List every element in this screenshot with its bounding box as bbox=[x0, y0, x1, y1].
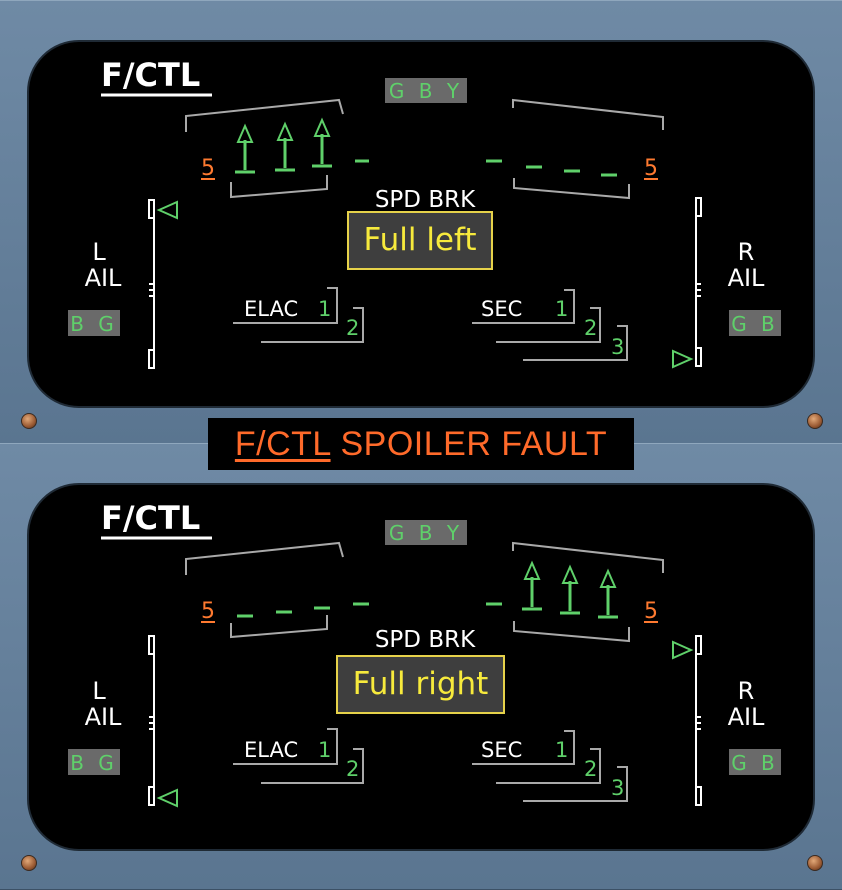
page-title: F/CTL bbox=[101, 56, 200, 94]
right-aileron-r: R bbox=[738, 677, 755, 705]
left-spoilers bbox=[235, 117, 369, 174]
callout-full-left: Full left bbox=[347, 211, 493, 270]
left-aileron-hyd: B G bbox=[70, 751, 118, 775]
spoiler-max-left: 5 bbox=[201, 599, 215, 624]
elac-2: 2 bbox=[346, 316, 359, 340]
right-aileron-hyd: G B bbox=[731, 312, 779, 336]
right-aileron-scale bbox=[695, 197, 702, 367]
speedbrake-label: SPD BRK bbox=[375, 627, 476, 653]
sec-1: 1 bbox=[555, 297, 568, 321]
left-aileron-l: L bbox=[92, 238, 106, 266]
left-aileron-hyd: B G bbox=[70, 312, 118, 336]
screw-icon bbox=[807, 413, 823, 429]
screw-icon bbox=[21, 855, 37, 871]
screw-icon bbox=[21, 413, 37, 429]
elac-2: 2 bbox=[346, 757, 359, 781]
spoiler-max-left: 5 bbox=[201, 156, 215, 181]
fctl-display-bottom: F/CTL G B Y 5 5 SPD BRK bbox=[27, 483, 815, 851]
screw-icon bbox=[807, 855, 823, 871]
sec-1: 1 bbox=[555, 738, 568, 762]
right-aileron-pointer-icon bbox=[672, 640, 694, 660]
left-aileron-pointer-icon bbox=[156, 200, 178, 220]
hyd-system-indicator: G B Y bbox=[389, 79, 463, 103]
callout-full-right: Full right bbox=[336, 655, 505, 714]
left-aileron-l: L bbox=[92, 677, 106, 705]
right-aileron-scale bbox=[695, 635, 702, 806]
left-aileron-scale bbox=[148, 199, 155, 369]
right-aileron-pointer-icon bbox=[672, 349, 694, 369]
fctl-diagram-top: F/CTL G B Y 5 5 SPD BRK bbox=[68, 56, 781, 369]
sec-3: 3 bbox=[611, 335, 624, 359]
page-title: F/CTL bbox=[101, 499, 200, 537]
warning-message: F/CTL SPOILER FAULT bbox=[208, 418, 634, 470]
right-spoilers bbox=[486, 560, 618, 619]
sec-label: SEC bbox=[481, 738, 522, 762]
right-aileron-ail: AIL bbox=[728, 703, 765, 731]
left-aileron-pointer-icon bbox=[156, 788, 178, 808]
warning-system: F/CTL bbox=[234, 425, 331, 463]
fctl-diagram-bottom: F/CTL G B Y 5 5 SPD BRK bbox=[68, 499, 781, 808]
sec-label: SEC bbox=[481, 297, 522, 321]
left-aileron-ail: AIL bbox=[85, 703, 122, 731]
spoiler-max-right: 5 bbox=[644, 599, 658, 624]
speedbrake-label: SPD BRK bbox=[375, 187, 476, 213]
sec-2: 2 bbox=[584, 757, 597, 781]
sec-3: 3 bbox=[611, 776, 624, 800]
hyd-system-indicator: G B Y bbox=[389, 521, 463, 545]
right-aileron-ail: AIL bbox=[728, 264, 765, 292]
right-aileron-r: R bbox=[738, 238, 755, 266]
right-aileron-hyd: G B bbox=[731, 751, 779, 775]
sec-2: 2 bbox=[584, 316, 597, 340]
elac-label: ELAC bbox=[244, 738, 298, 762]
left-aileron-scale bbox=[148, 635, 155, 806]
warning-text: SPOILER FAULT bbox=[340, 425, 608, 463]
elac-1: 1 bbox=[318, 297, 331, 321]
left-aileron-ail: AIL bbox=[85, 264, 122, 292]
elac-1: 1 bbox=[318, 738, 331, 762]
elac-label: ELAC bbox=[244, 297, 298, 321]
left-spoilers bbox=[237, 602, 369, 618]
spoiler-max-right: 5 bbox=[644, 156, 658, 181]
right-spoilers bbox=[486, 159, 617, 177]
